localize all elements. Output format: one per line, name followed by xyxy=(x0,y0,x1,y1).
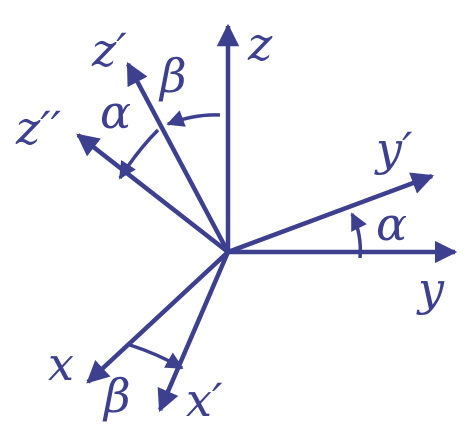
axes-group xyxy=(76,23,458,413)
beta-z-label: β xyxy=(158,49,187,103)
axis-labels-group: z y y′ z′ z′′ x x′ xyxy=(15,17,445,427)
xp-axis-label: x′ xyxy=(186,373,223,427)
x-axis-label: x xyxy=(48,337,74,391)
zpp-axis-label: z′′ xyxy=(15,101,62,155)
alpha-y-arc xyxy=(350,212,367,259)
zp-axis-label: z′ xyxy=(91,23,127,77)
alpha-z-arc xyxy=(118,128,160,180)
x-axis xyxy=(86,250,230,384)
beta-z-arc xyxy=(166,110,221,127)
angle-arcs-group xyxy=(118,110,367,370)
y-axis-label: y xyxy=(416,262,445,316)
alpha-z-label: α xyxy=(100,85,131,139)
yp-axis-label: y′ xyxy=(374,122,413,176)
yp-axis xyxy=(227,172,435,255)
beta-x-label: β xyxy=(102,369,131,423)
xp-axis xyxy=(157,251,231,413)
zp-axis xyxy=(126,62,230,254)
alpha-y-label: α xyxy=(376,197,407,251)
z-axis-label: z xyxy=(247,17,273,71)
beta-x-arc xyxy=(129,343,184,370)
angle-labels-group: α α β β xyxy=(100,49,407,423)
zpp-axis xyxy=(76,133,230,254)
